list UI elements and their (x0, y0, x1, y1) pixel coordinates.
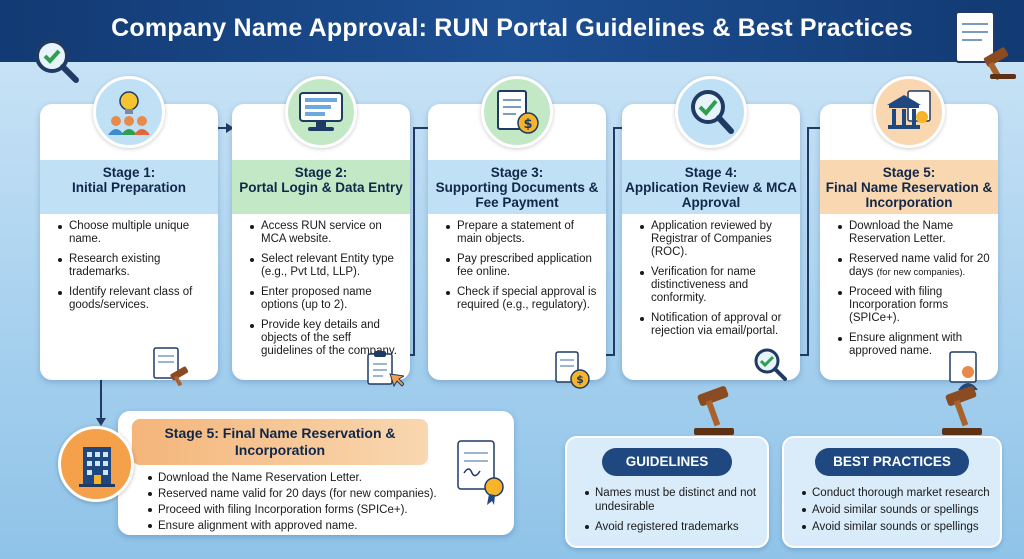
summary-panel: Stage 5: Final Name Reservation & Incorp… (118, 411, 514, 535)
list-item: Provide key details and objects of the s… (250, 319, 402, 358)
list-item: Proceed with filing Incorporation forms … (838, 286, 990, 325)
stage-title: Supporting Documents & Fee Payment (435, 180, 599, 210)
list-item: Check if special approval is required (e… (446, 286, 598, 312)
list-item: Research existing trademarks. (58, 253, 210, 279)
stage-band: Stage 1: Initial Preparation (40, 160, 218, 214)
list-item-note: (for new companies). (876, 267, 966, 278)
stage-band: Stage 5: Final Name Reservation & Incorp… (820, 160, 998, 214)
list-item: Download the Name Reservation Letter. (838, 220, 990, 246)
stage-title: Initial Preparation (71, 180, 187, 195)
list-item: Avoid similar sounds or spellings (802, 503, 1002, 517)
stage-title: Application Review & MCA Approval (625, 180, 797, 210)
magnifier-check-icon (754, 348, 787, 381)
stage-label: Stage 5: (882, 165, 936, 180)
document-coin-icon: $ (555, 351, 590, 389)
bank-certificate-icon (887, 90, 931, 129)
list-item: Access RUN service on MCA website. (250, 220, 402, 246)
stage-list: Access RUN service on MCA website. Selec… (250, 220, 402, 365)
stage-1-icon-circle (93, 76, 165, 148)
building-icon-circle (58, 426, 134, 502)
gavel-icon (942, 386, 982, 435)
person-certificate-icon (949, 351, 978, 390)
stage-list: Download the Name Reservation Letter. Re… (838, 220, 990, 365)
list-item: Enter proposed name options (up to 2). (250, 286, 402, 312)
stage-card-3: Stage 3: Supporting Documents & Fee Paym… (428, 104, 606, 380)
list-item: Names must be distinct and not undesirab… (585, 486, 761, 514)
document-gavel-icon (955, 11, 1016, 81)
guidelines-pill: GUIDELINES (602, 448, 732, 476)
best-practices-list: Conduct thorough market research Avoid s… (802, 486, 1002, 537)
stage-4-icon-circle (675, 76, 747, 148)
list-item: Download the Name Reservation Letter. (148, 471, 488, 485)
summary-title: Stage 5: Final Name Reservation & Incorp… (132, 419, 428, 465)
list-item: Avoid similar sounds or spellings (802, 520, 1002, 534)
svg-text:$: $ (576, 373, 584, 386)
stage-list: Choose multiple unique name. Research ex… (58, 220, 210, 319)
computer-form-icon (299, 92, 343, 131)
magnifier-check-icon (691, 90, 734, 134)
list-item: Prepare a statement of main objects. (446, 220, 598, 246)
list-item: Proceed with filing Incorporation forms … (148, 503, 488, 517)
document-coin-icon: $ (497, 90, 539, 134)
best-practices-box: BEST PRACTICES Conduct thorough market r… (782, 436, 1002, 548)
summary-list: Download the Name Reservation Letter. Re… (148, 471, 488, 535)
stage-list: Prepare a statement of main objects. Pay… (446, 220, 598, 319)
office-building-icon (79, 447, 115, 487)
list-item: Notification of approval or rejection vi… (640, 312, 792, 338)
stage-card-4: Stage 4: Application Review & MCA Approv… (622, 104, 800, 380)
stage-card-2: Stage 2: Portal Login & Data Entry Acces… (232, 104, 410, 380)
stage-2-icon-circle (285, 76, 357, 148)
clipboard-pointer-icon (367, 351, 404, 388)
list-item: Select relevant Entity type (e.g., Pvt L… (250, 253, 402, 279)
stage-5-icon-circle (873, 76, 945, 148)
document-gavel-icon (153, 347, 189, 386)
list-item: Application reviewed by Registrar of Com… (640, 220, 792, 259)
svg-text:$: $ (523, 117, 532, 132)
stage-label: Stage 1: (102, 165, 156, 180)
guidelines-box: GUIDELINES Names must be distinct and no… (565, 436, 769, 548)
list-item: Identify relevant class of goods/service… (58, 286, 210, 312)
stage-title: Final Name Reservation & Incorporation (825, 180, 993, 210)
stage-card-1: Stage 1: Initial Preparation Choose mult… (40, 104, 218, 380)
stage-label: Stage 4: (684, 165, 738, 180)
list-item: Reserved name valid for 20 days (for new… (838, 253, 990, 279)
magnifier-check-icon (35, 39, 79, 83)
list-item: Conduct thorough market research (802, 486, 1002, 500)
guidelines-list: Names must be distinct and not undesirab… (585, 486, 761, 540)
stage-title: Portal Login & Data Entry (239, 180, 403, 195)
page-title: Company Name Approval: RUN Portal Guidel… (111, 14, 913, 42)
title-banner (0, 0, 1024, 62)
gavel-icon (694, 386, 734, 435)
best-practices-pill: BEST PRACTICES (815, 448, 969, 476)
certificate-icon (457, 440, 504, 505)
list-item-text: Reserved name valid for 20 days (849, 253, 990, 278)
stage-band: Stage 3: Supporting Documents & Fee Paym… (428, 160, 606, 214)
stage-band: Stage 2: Portal Login & Data Entry (232, 160, 410, 214)
stage-band: Stage 4: Application Review & MCA Approv… (622, 160, 800, 214)
stage-3-icon-circle: $ (481, 76, 553, 148)
list-item: Reserved name valid for 20 days (for new… (148, 487, 488, 501)
stage-list: Application reviewed by Registrar of Com… (640, 220, 792, 345)
stage-card-5: Stage 5: Final Name Reservation & Incorp… (820, 104, 998, 380)
list-item: Choose multiple unique name. (58, 220, 210, 246)
list-item: Verification for name distinctiveness an… (640, 266, 792, 305)
lightbulb-team-icon (108, 91, 150, 135)
list-item: Ensure alignment with approved name. (148, 519, 488, 533)
stage-label: Stage 2: (294, 165, 348, 180)
list-item: Ensure alignment with approved name. (838, 332, 990, 358)
list-item: Pay prescribed application fee online. (446, 253, 598, 279)
list-item: Avoid registered trademarks (585, 520, 761, 534)
stage-label: Stage 3: (490, 165, 544, 180)
